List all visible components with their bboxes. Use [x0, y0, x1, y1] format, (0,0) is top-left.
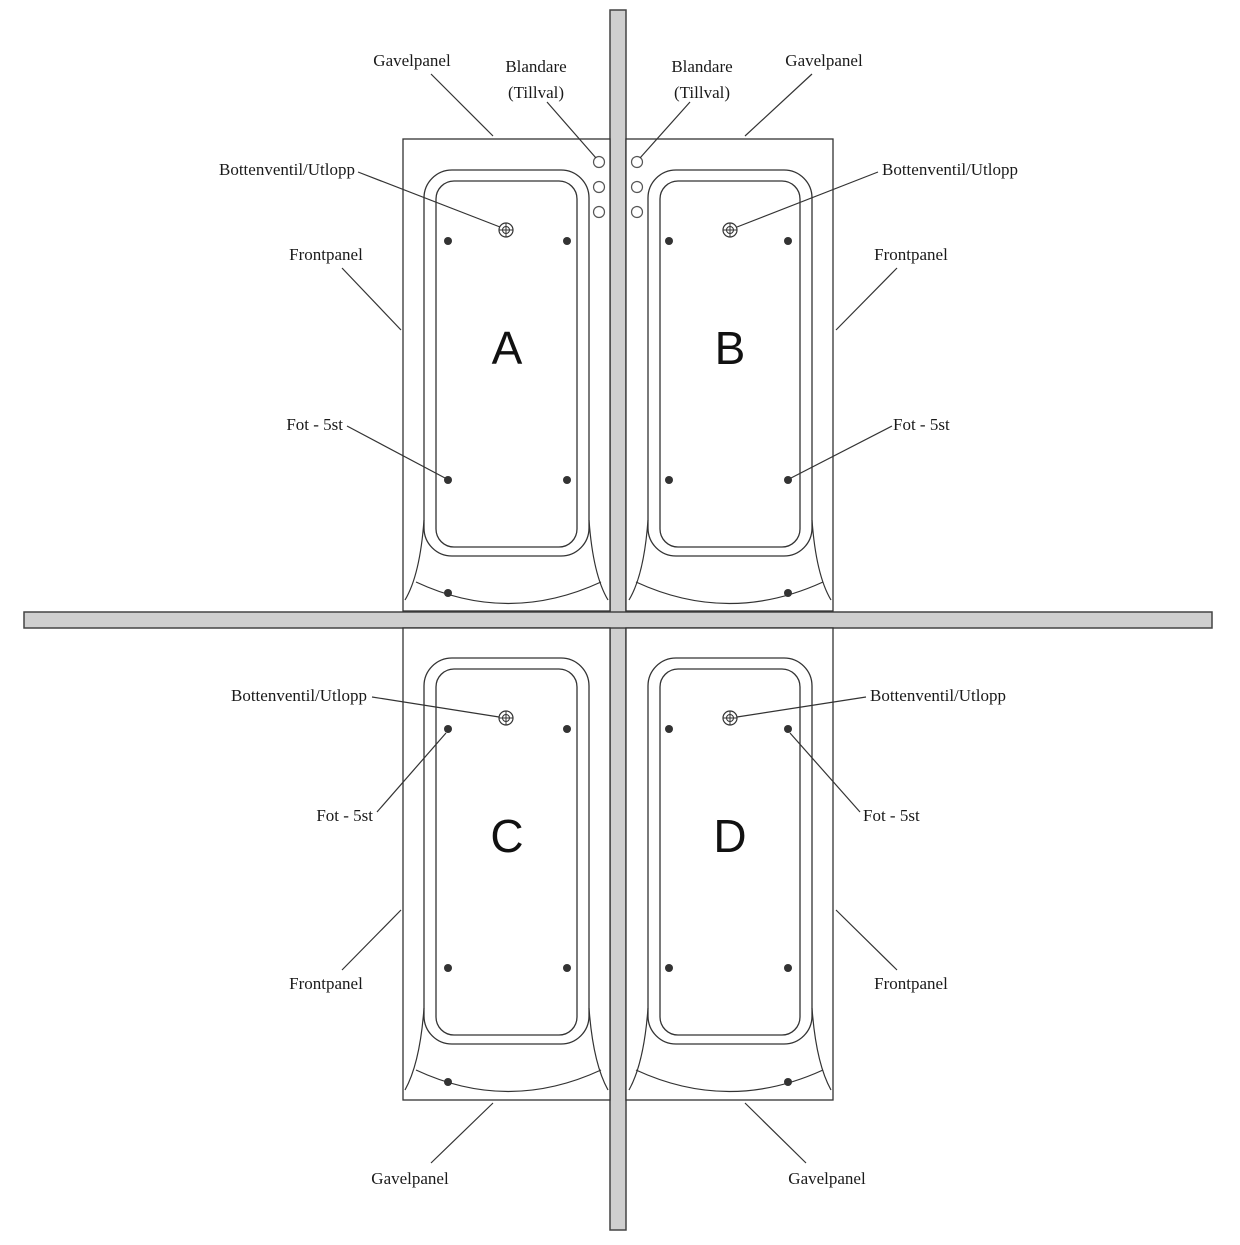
- leader-line: [376, 732, 447, 813]
- label-fot: Fot - 5st: [286, 415, 343, 434]
- tub-b: B: [625, 138, 834, 612]
- leader-lines: [341, 73, 898, 1164]
- label-blandare: Blandare: [671, 57, 732, 76]
- tub-a-basin: [435, 180, 578, 548]
- tub-b-foot: [784, 589, 792, 597]
- tub-b-tap-hole: [630, 155, 644, 169]
- tub-b-apron-arc: [635, 581, 824, 605]
- label-gavelpanel: Gavelpanel: [373, 51, 451, 70]
- tub-c-foot: [444, 964, 452, 972]
- tub-a-foot: [444, 237, 452, 245]
- tub-a-letter: A: [492, 322, 523, 374]
- tub-b-drain: [722, 222, 738, 238]
- label-frontpanel: Frontpanel: [289, 245, 363, 264]
- tub-d-foot: [784, 725, 792, 733]
- leader-line: [835, 267, 898, 331]
- tub-c-foot: [444, 725, 452, 733]
- tub-c-drain: [498, 710, 514, 726]
- tub-c-foot: [563, 725, 571, 733]
- tub-a-foot: [444, 476, 452, 484]
- labels: Gavelpanel Blandare (Tillval) Blandare (…: [219, 51, 1018, 1188]
- leader-line: [430, 1102, 494, 1164]
- tub-d-foot: [665, 725, 673, 733]
- leader-line: [341, 267, 402, 331]
- label-bottenventil: Bottenventil/Utlopp: [870, 686, 1006, 705]
- tub-a-drain: [498, 222, 514, 238]
- tub-a-curve-right: [588, 519, 609, 601]
- leader-line: [357, 171, 501, 228]
- tub-d-curve-right: [811, 1007, 832, 1091]
- leader-line: [790, 425, 893, 479]
- leader-line: [341, 909, 402, 971]
- tub-b-foot: [784, 237, 792, 245]
- tub-a-curve-left: [404, 519, 425, 601]
- leader-line: [744, 1102, 807, 1164]
- tub-a: A: [402, 138, 611, 612]
- tub-a-tap-hole: [592, 155, 606, 169]
- tub-c-foot: [444, 1078, 452, 1086]
- label-frontpanel: Frontpanel: [289, 974, 363, 993]
- tub-b-foot: [665, 476, 673, 484]
- leader-line: [639, 101, 691, 159]
- tub-a-foot: [563, 476, 571, 484]
- tub-c-curve-left: [404, 1007, 425, 1091]
- tub-d-foot: [784, 1078, 792, 1086]
- label-frontpanel: Frontpanel: [874, 245, 948, 264]
- label-fot: Fot - 5st: [893, 415, 950, 434]
- tub-d-basin: [659, 668, 801, 1036]
- tub-d-foot: [784, 964, 792, 972]
- tub-c-letter: C: [490, 810, 523, 862]
- tub-b-tap-hole: [630, 180, 644, 194]
- tub-b-tap-hole: [630, 205, 644, 219]
- label-bottenventil: Bottenventil/Utlopp: [219, 160, 355, 179]
- tub-c-basin: [435, 668, 578, 1036]
- label-blandare: Blandare: [505, 57, 566, 76]
- tub-c-curve-right: [588, 1007, 609, 1091]
- tub-d-apron-arc: [635, 1069, 824, 1093]
- tub-c-foot: [563, 964, 571, 972]
- tub-c: C: [402, 627, 611, 1101]
- label-gavelpanel: Gavelpanel: [371, 1169, 449, 1188]
- tub-a-tap-hole: [592, 205, 606, 219]
- tub-d-foot: [665, 964, 673, 972]
- tub-a-tap-hole: [592, 180, 606, 194]
- tub-d: D: [625, 627, 834, 1101]
- label-fot: Fot - 5st: [316, 806, 373, 825]
- tub-d-curve-left: [628, 1007, 649, 1091]
- tub-b-letter: B: [715, 322, 746, 374]
- label-gavelpanel: Gavelpanel: [785, 51, 863, 70]
- horizontal-wall: [23, 611, 1213, 629]
- leader-line: [835, 909, 898, 971]
- label-fot: Fot - 5st: [863, 806, 920, 825]
- tub-b-curve-left: [628, 519, 649, 601]
- tub-c-apron-arc: [415, 1069, 602, 1093]
- label-frontpanel: Frontpanel: [874, 974, 948, 993]
- tub-d-letter: D: [713, 810, 746, 862]
- tub-b-foot: [665, 237, 673, 245]
- leader-line: [744, 73, 813, 137]
- label-gavelpanel: Gavelpanel: [788, 1169, 866, 1188]
- leader-line: [789, 732, 861, 813]
- leader-line: [346, 425, 446, 479]
- leader-line: [736, 696, 867, 718]
- label-tillval: (Tillval): [508, 83, 564, 102]
- label-tillval: (Tillval): [674, 83, 730, 102]
- tub-d-drain: [722, 710, 738, 726]
- leader-line: [430, 73, 494, 137]
- tub-b-foot: [784, 476, 792, 484]
- tub-b-curve-right: [811, 519, 832, 601]
- leader-line: [546, 101, 597, 159]
- tub-b-basin: [659, 180, 801, 548]
- tub-a-foot: [444, 589, 452, 597]
- label-bottenventil: Bottenventil/Utlopp: [882, 160, 1018, 179]
- tub-a-foot: [563, 237, 571, 245]
- leader-line: [736, 171, 879, 228]
- label-bottenventil: Bottenventil/Utlopp: [231, 686, 367, 705]
- leader-line: [371, 696, 500, 718]
- tub-a-apron-arc: [415, 581, 602, 605]
